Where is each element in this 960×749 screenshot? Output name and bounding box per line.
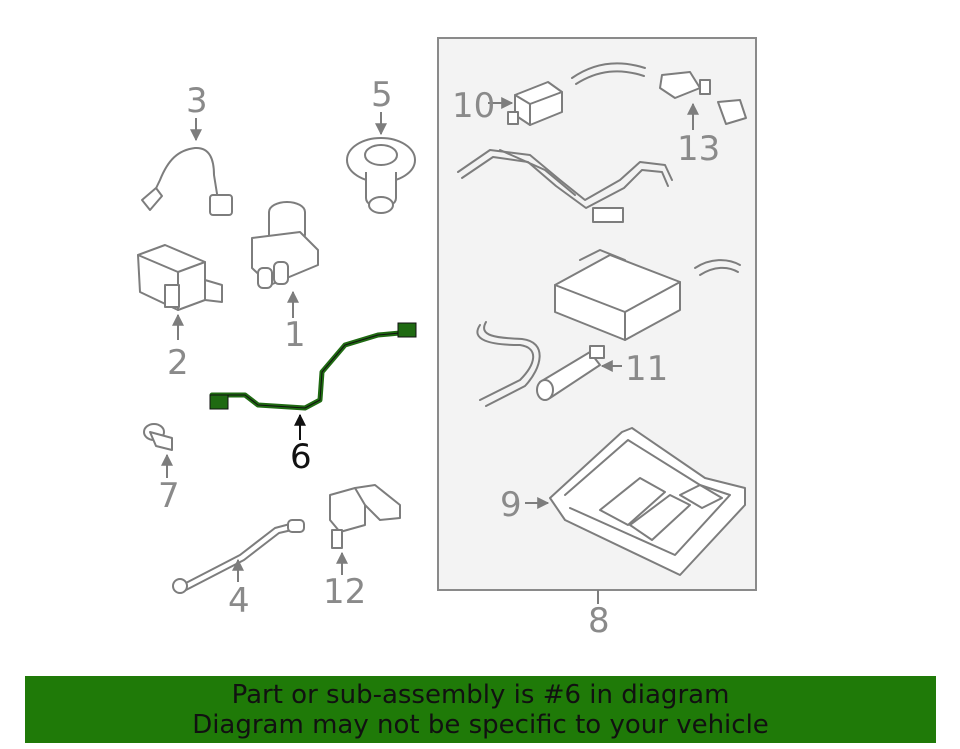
callout-9: 9 <box>500 485 522 525</box>
part-13-valve[interactable] <box>659 71 747 130</box>
info-banner: Part or sub-assembly is #6 in diagram Di… <box>25 676 936 743</box>
charcoal-canister <box>554 249 741 341</box>
banner-line-2: Diagram may not be specific to your vehi… <box>192 709 769 740</box>
callout-10: 10 <box>452 86 495 126</box>
part-5-egr-valve[interactable] <box>346 112 416 214</box>
callout-8: 8 <box>588 601 610 641</box>
callout-3: 3 <box>186 81 208 121</box>
vent-hose <box>571 62 646 85</box>
part-9-shield[interactable] <box>525 427 746 576</box>
vent-tube <box>476 321 541 407</box>
fuel-vapor-tube <box>457 149 673 223</box>
callout-2: 2 <box>167 343 189 383</box>
callout-5: 5 <box>371 75 393 115</box>
callout-11: 11 <box>625 349 668 389</box>
part-2-pressure-sensor[interactable] <box>137 244 223 340</box>
callout-12: 12 <box>323 572 366 612</box>
part-7-sensor[interactable] <box>143 423 173 478</box>
part-4-oxygen-sensor[interactable] <box>172 519 305 594</box>
part-12-solenoid[interactable] <box>329 484 401 575</box>
callout-6: 6 <box>290 437 312 477</box>
callout-13: 13 <box>677 129 720 169</box>
parts-diagram: 1 2 3 4 5 6 7 8 9 10 11 12 13 <box>137 37 757 641</box>
banner-line-1: Part or sub-assembly is #6 in diagram <box>231 679 730 710</box>
callout-4: 4 <box>228 581 250 621</box>
part-3-oxygen-sensor[interactable] <box>141 118 233 216</box>
part-10-purge-solenoid[interactable] <box>488 81 563 126</box>
callout-7: 7 <box>158 476 180 516</box>
part-1-vacuum-valve[interactable] <box>251 201 319 318</box>
part-11-filter[interactable] <box>536 345 622 401</box>
part-6-hose-assembly[interactable] <box>209 322 417 440</box>
callout-1: 1 <box>284 315 306 355</box>
